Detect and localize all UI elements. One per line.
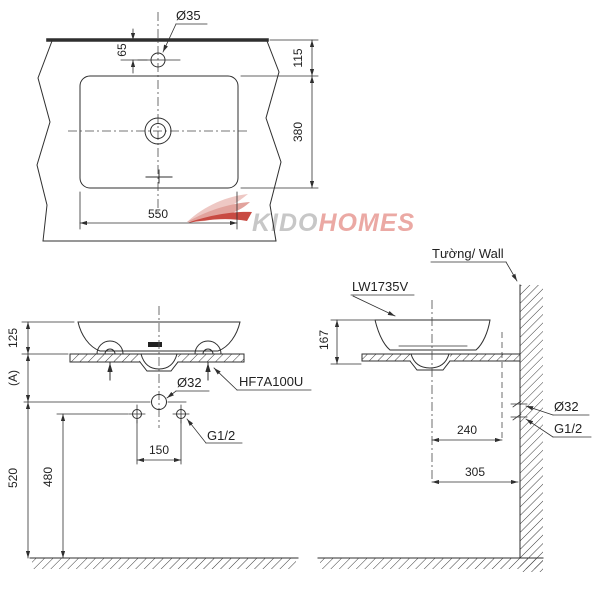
front-view: Ø32 G1/2 HF7A100U 125 (A) 520 480 [6, 306, 312, 569]
floor-hatch [320, 558, 543, 569]
leader-line [352, 295, 396, 317]
overflow-mark [148, 342, 162, 347]
leader-line [525, 405, 554, 416]
wall-drain-outlet-tick [512, 400, 522, 408]
watermark-swoosh-icon [187, 211, 252, 223]
counter-hatch [70, 354, 140, 362]
floor-hatch [32, 558, 296, 569]
bracket-inner [202, 348, 214, 355]
drain-cup [410, 353, 450, 369]
counter-hatch [450, 354, 520, 361]
drain-dia-label: Ø32 [177, 375, 202, 390]
leader-line [505, 261, 518, 282]
dim-supply-to-center: 240 [457, 423, 477, 437]
dim-wall-to-center: 305 [465, 465, 485, 479]
watermark-swoosh-icon [187, 202, 250, 222]
side-view: Tường/ Wall LW1735V 167 240 305 [317, 246, 592, 572]
bracket-inner [104, 348, 116, 355]
leader-line [162, 23, 177, 53]
basin-rim-outline [79, 75, 239, 189]
leader-line [213, 367, 238, 391]
bracket-dome [194, 340, 222, 355]
drain-hole-outer [144, 117, 172, 145]
dim-basin-width: 550 [148, 207, 168, 221]
dim-basin-height: 167 [317, 330, 331, 350]
dim-rim-height: 125 [6, 328, 20, 348]
basin-outline [77, 321, 241, 352]
leader-line [166, 390, 177, 399]
basin-outline [374, 319, 491, 351]
counter-cutout [409, 360, 451, 371]
supply-thread-label: G1/2 [554, 421, 582, 436]
mounting-bracket-right [194, 340, 222, 381]
watermark-brand-gray: KIDO [252, 209, 319, 237]
drain-hole-inner [150, 123, 166, 139]
supply-thread-label: G1/2 [207, 428, 235, 443]
dim-drain-to-floor: 520 [6, 468, 20, 488]
fitting-code-label: HF7A100U [239, 374, 303, 389]
counter-hatch [362, 354, 410, 361]
watermark: KIDOHOMES [187, 194, 415, 237]
leader-line [186, 418, 207, 444]
dim-supply-spacing: 150 [149, 443, 169, 457]
bracket-dome [96, 340, 124, 355]
drain-outlet [151, 394, 167, 410]
dim-supply-to-floor: 480 [41, 467, 55, 487]
watermark-brand: KIDOHOMES [252, 209, 415, 237]
dim-faucet-offset: 65 [115, 43, 129, 57]
watermark-brand-red: HOMES [319, 209, 416, 237]
counter-break-line-right [265, 40, 282, 242]
wall-supply-outlet-tick [512, 413, 522, 421]
wall-hatch [520, 285, 543, 572]
model-code-label: LW1735V [352, 279, 408, 294]
drain-dia-label: Ø32 [554, 399, 579, 414]
top-view: Ø35 65 115 380 550 [36, 8, 319, 242]
mounting-bracket-left [96, 340, 124, 381]
leader-line [525, 418, 554, 438]
dim-basin-depth: 380 [291, 122, 305, 142]
dim-counter-to-drain: (A) [6, 370, 20, 386]
faucet-hole-dia-label: Ø35 [176, 8, 201, 23]
counter-break-line-left [36, 40, 53, 242]
dim-rim-to-wall: 115 [291, 48, 305, 67]
wall-label: Tường/ Wall [432, 246, 504, 261]
counter-hatch [178, 354, 244, 362]
